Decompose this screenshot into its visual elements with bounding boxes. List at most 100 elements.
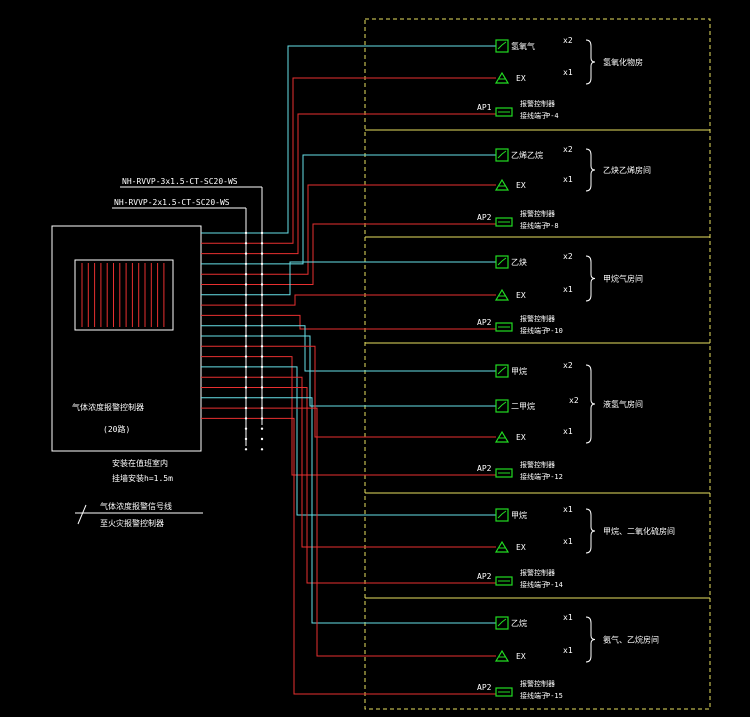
junction-dot [244,417,248,420]
junction-dot [244,437,248,441]
ex-qty: x1 [563,175,573,184]
ex-qty: x1 [563,285,573,294]
ap-desc: 接线端子 [520,111,548,120]
panel-channels: (20路) [103,424,130,434]
junction-dot [244,293,248,296]
install-note-2: 挂墙安装h=1.5m [112,473,173,483]
junction-dot [244,406,248,410]
zone-name: 甲烷气房间 [603,274,643,284]
junction-dot [260,365,264,369]
zone-name: 氢氧化物房 [603,57,643,67]
panel-number: P-4 [546,112,559,120]
ap-desc: 报警控制器 [520,568,555,577]
detector-qty: x2 [569,396,579,405]
gas-detector-icon [495,39,509,53]
ap-label: AP2 [477,464,492,473]
signal-wire [201,366,496,516]
install-note-1: 安装在值班室内 [112,458,168,468]
junction-dot [244,262,248,266]
zone-name: 液氢气房间 [603,399,643,409]
power-wire [201,376,496,548]
terminal-block-icon [495,687,513,697]
ex-device-icon [494,288,510,301]
junction-dot [260,334,264,338]
legend-line-2: 至火灾报警控制器 [100,518,164,528]
detector-name: 乙烷 [511,618,527,628]
ex-label: EX [516,181,526,190]
panel-number: P-8 [546,222,559,230]
detector-qty: x2 [563,252,573,261]
ap-desc: 报警控制器 [520,99,555,108]
gas-detector-icon [495,508,509,522]
zone-brace [585,508,596,554]
junction-dot [260,293,264,296]
ex-device-icon [494,540,510,553]
detector-name: 氢氧气 [511,41,535,51]
detector-qty: x1 [563,613,573,622]
gas-detector-icon [497,41,507,50]
junction-dot [260,437,264,441]
detector-name: 乙炔 [511,257,527,267]
detector-name: 二甲烷 [511,401,535,411]
signal-wire [201,261,496,296]
junction-dot [260,242,264,245]
ap-desc: 接线端子 [520,472,548,481]
legend-tick [77,504,87,525]
terminal-block-icon [495,576,513,586]
junction-dot [244,324,248,327]
zone-name: 乙炔乙烯房间 [603,165,651,175]
junction-dot [260,448,264,451]
junction-dot [260,324,264,327]
power-wire [201,356,496,476]
panel-title: 气体浓度报警控制器 [72,402,144,412]
ex-qty: x1 [563,646,573,655]
ex-label: EX [516,291,526,300]
panel-number: P-10 [546,327,563,335]
junction-dot [244,427,248,430]
junction-dot [244,396,248,399]
terminal-block-icon [495,107,513,117]
ex-label: EX [516,433,526,442]
panel-number: P-14 [546,581,563,589]
ap-desc: 接线端子 [520,580,548,589]
gas-detector-icon [497,401,507,410]
controller-panel [51,225,202,452]
junction-dot [244,334,248,338]
ap-desc: 报警控制器 [520,209,555,218]
wires [201,45,496,695]
ap-label: AP1 [477,103,492,112]
signal-wire [201,335,496,407]
signal-wire [201,154,496,265]
ap-desc: 报警控制器 [520,460,555,469]
ex-device-icon [494,649,510,662]
ap-label: AP2 [477,213,492,222]
gas-detector-icon [495,399,509,413]
junction-dot [260,303,264,307]
junction-dot [244,376,248,379]
ex-label: EX [516,543,526,552]
junction-dot [244,242,248,245]
junction-dot [260,252,264,255]
junction-dot [244,303,248,307]
junction-dot [244,231,248,235]
power-wire [201,77,496,244]
detector-name: 甲烷 [511,366,527,376]
ex-label: EX [516,74,526,83]
terminal-block-icon [495,217,513,227]
ex-label: EX [516,652,526,661]
ex-qty: x1 [563,68,573,77]
power-wire [201,184,496,275]
junction-dot [260,386,264,389]
ap-desc: 接线端子 [520,326,548,335]
zone-brace [585,616,596,663]
detector-qty: x2 [563,145,573,154]
gas-detector-icon [497,618,507,627]
junction-dot [244,252,248,255]
junction-dot [244,448,248,451]
